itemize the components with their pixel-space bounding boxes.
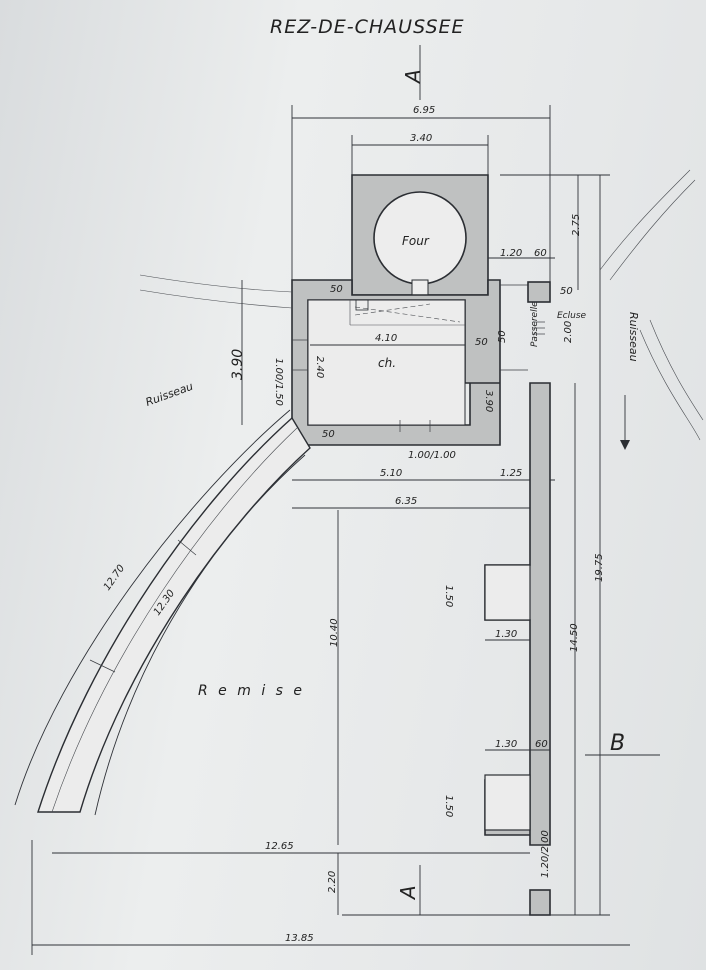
plan-title: REZ-DE-CHAUSSEE [270,16,465,38]
stream-label-left: Ruisseau [144,380,195,409]
dim-60-low: 60 [535,739,548,750]
dim-14-50: 14.50 [569,623,580,652]
dim-1-20-200: 1.20/2.00 [540,830,551,878]
stream-right-4 [649,319,704,421]
section-marker-b: B [610,731,625,756]
dim-1-20: 1.20 [500,248,522,259]
dim-2-75: 2.75 [571,214,582,236]
dim-50-a: 50 [475,337,488,348]
dim-10-40: 10.40 [329,618,340,647]
pillar-bottom [529,889,551,916]
dim-2-00: 2.00 [563,321,574,343]
dim-2-40: 2.40 [314,356,325,378]
stream-label-right: Ruisseau [627,312,640,362]
dim-60-top: 60 [534,248,547,259]
room-ch-floor [307,299,466,426]
dim-13-85: 13.85 [285,933,314,944]
oven-mouth [411,279,429,297]
dim-3-90-left: 3.90 [230,349,246,380]
dim-50-b: 50 [330,284,343,295]
dim-4-10: 4.10 [375,333,397,344]
room-label-remise: R e m i s e [198,683,305,699]
dim-1-50-a: 1.50 [443,585,454,607]
dim-50-c: 50 [322,429,335,440]
dim-1-50-b: 1.50 [443,795,454,817]
curved-wall-inner-line [51,427,298,813]
dim-1-00-150: 1.00/1.50 [273,358,284,406]
stair-dash-1 [354,306,461,323]
dim-6-95: 6.95 [413,105,435,116]
dim-3-40: 3.40 [410,133,432,144]
room-label-ch: ch. [378,356,396,370]
dim-12-65: 12.65 [265,841,294,852]
dim-arc-12-30 [94,454,306,816]
stream-right-3 [639,329,701,441]
buttress-upper [484,564,531,621]
dim-19-75: 19.75 [594,553,605,582]
dim-5-10: 5.10 [380,468,402,479]
buttress-lower [484,774,531,831]
stream-left-1 [139,274,293,293]
room-label-four: Four [402,234,430,248]
dim-1-00-100: 1.00/1.00 [408,450,456,461]
stream-right-2 [609,179,696,281]
section-marker-a-top: A [401,69,425,85]
dim-12-70: 12.70 [102,563,127,593]
dim-50-e: 50 [497,330,508,343]
dim-3-90-right: 3.90 [483,390,494,412]
stair-box [355,299,369,311]
dim-1-25: 1.25 [500,468,522,479]
ecluse-label: Ecluse [557,311,587,321]
dim-1-30-a: 1.30 [495,629,517,640]
section-marker-a-bottom: A [396,885,420,901]
dim-6-35: 6.35 [395,496,417,507]
stream-right-1 [599,169,691,271]
dim-50-d: 50 [560,286,573,297]
arc-tick-2 [89,659,116,673]
dim-arc-12-70 [14,409,291,806]
stream-arrow-head [620,440,630,450]
dim-2-20: 2.20 [327,871,338,893]
ecluse-pillar [527,281,551,303]
passerelle-label: Passerelle [530,301,540,347]
dim-1-30-b: 1.30 [495,739,517,750]
stair-dash-2 [354,303,431,316]
stream-left-2 [139,289,293,309]
arc-tick-1 [177,539,197,556]
